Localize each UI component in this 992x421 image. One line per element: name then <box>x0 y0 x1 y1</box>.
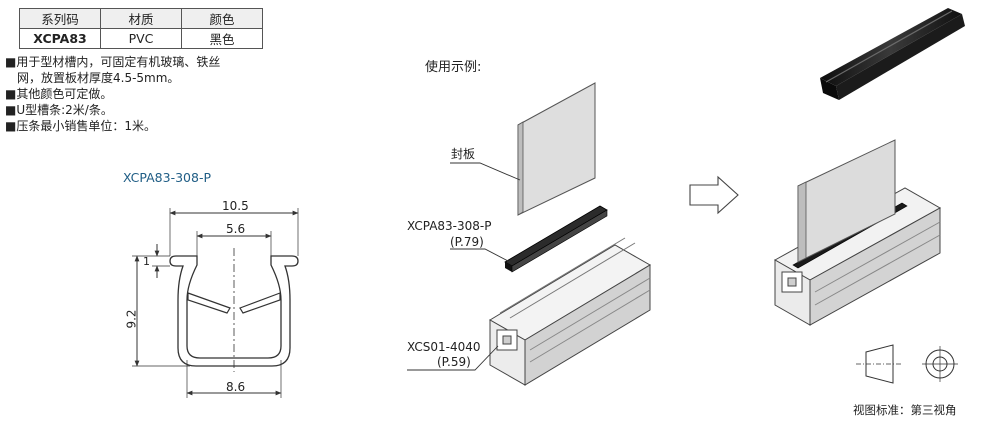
spec-table: 系列码 材质 颜色 XCPA83 PVC 黑色 <box>19 8 263 49</box>
example-title: 使用示例: <box>425 60 482 75</box>
view-standard-label: 视图标准：第三视角 <box>853 403 957 417</box>
spec-table-row: XCPA83 PVC 黑色 <box>19 28 263 49</box>
spec-table-header-row: 系列码 材质 颜色 <box>19 8 263 29</box>
cell-series-code: XCPA83 <box>19 28 101 49</box>
right-fin <box>239 292 281 314</box>
note-length: ■U型槽条:2米/条。 <box>5 103 113 117</box>
result-arrow-icon <box>689 175 739 215</box>
u-strip-profile <box>169 255 299 367</box>
dim-bottom-width: 8.6 <box>226 380 246 394</box>
cell-color: 黑色 <box>181 28 263 49</box>
product-photo <box>820 8 965 100</box>
note-usage: ■用于型材槽内，可固定有机玻璃、铁丝 <box>5 55 221 69</box>
dim-opening: 5.6 <box>226 222 246 236</box>
cross-section-drawing <box>132 208 299 398</box>
product-notes: ■用于型材槽内，可固定有机玻璃、铁丝 网，放置板材厚度4.5-5mm。 ■其他颜… <box>5 54 290 134</box>
cell-material: PVC <box>100 28 182 49</box>
dim-top-width: 10.5 <box>222 199 249 213</box>
header-series-code: 系列码 <box>19 8 101 29</box>
drawing-part-number: XCPA83-308-P <box>123 170 211 185</box>
header-color: 颜色 <box>181 8 263 29</box>
third-angle-projection-icon <box>856 344 958 384</box>
note-min-unit: ■压条最小销售单位：1米。 <box>5 119 156 133</box>
note-custom-color: ■其他颜色可定做。 <box>5 87 113 101</box>
left-fin <box>187 292 231 314</box>
dim-lip: 1 <box>143 255 150 268</box>
header-material: 材质 <box>100 8 182 29</box>
panel-label: 封板 <box>451 147 476 161</box>
exploded-assembly <box>407 82 651 386</box>
u-strip-exploded <box>504 205 608 273</box>
strip-page-ref: (P.79) <box>450 235 484 249</box>
aluminum-profile-exploded <box>489 237 651 386</box>
profile-page-ref: (P.59) <box>437 355 471 369</box>
strip-part-label: XCPA83-308-P <box>407 219 492 233</box>
panel-sheet <box>517 82 596 216</box>
assembled-assembly <box>773 139 942 326</box>
note-usage-cont: 网，放置板材厚度4.5-5mm。 <box>17 71 180 85</box>
profile-part-label: XCS01-4040 <box>407 340 481 354</box>
